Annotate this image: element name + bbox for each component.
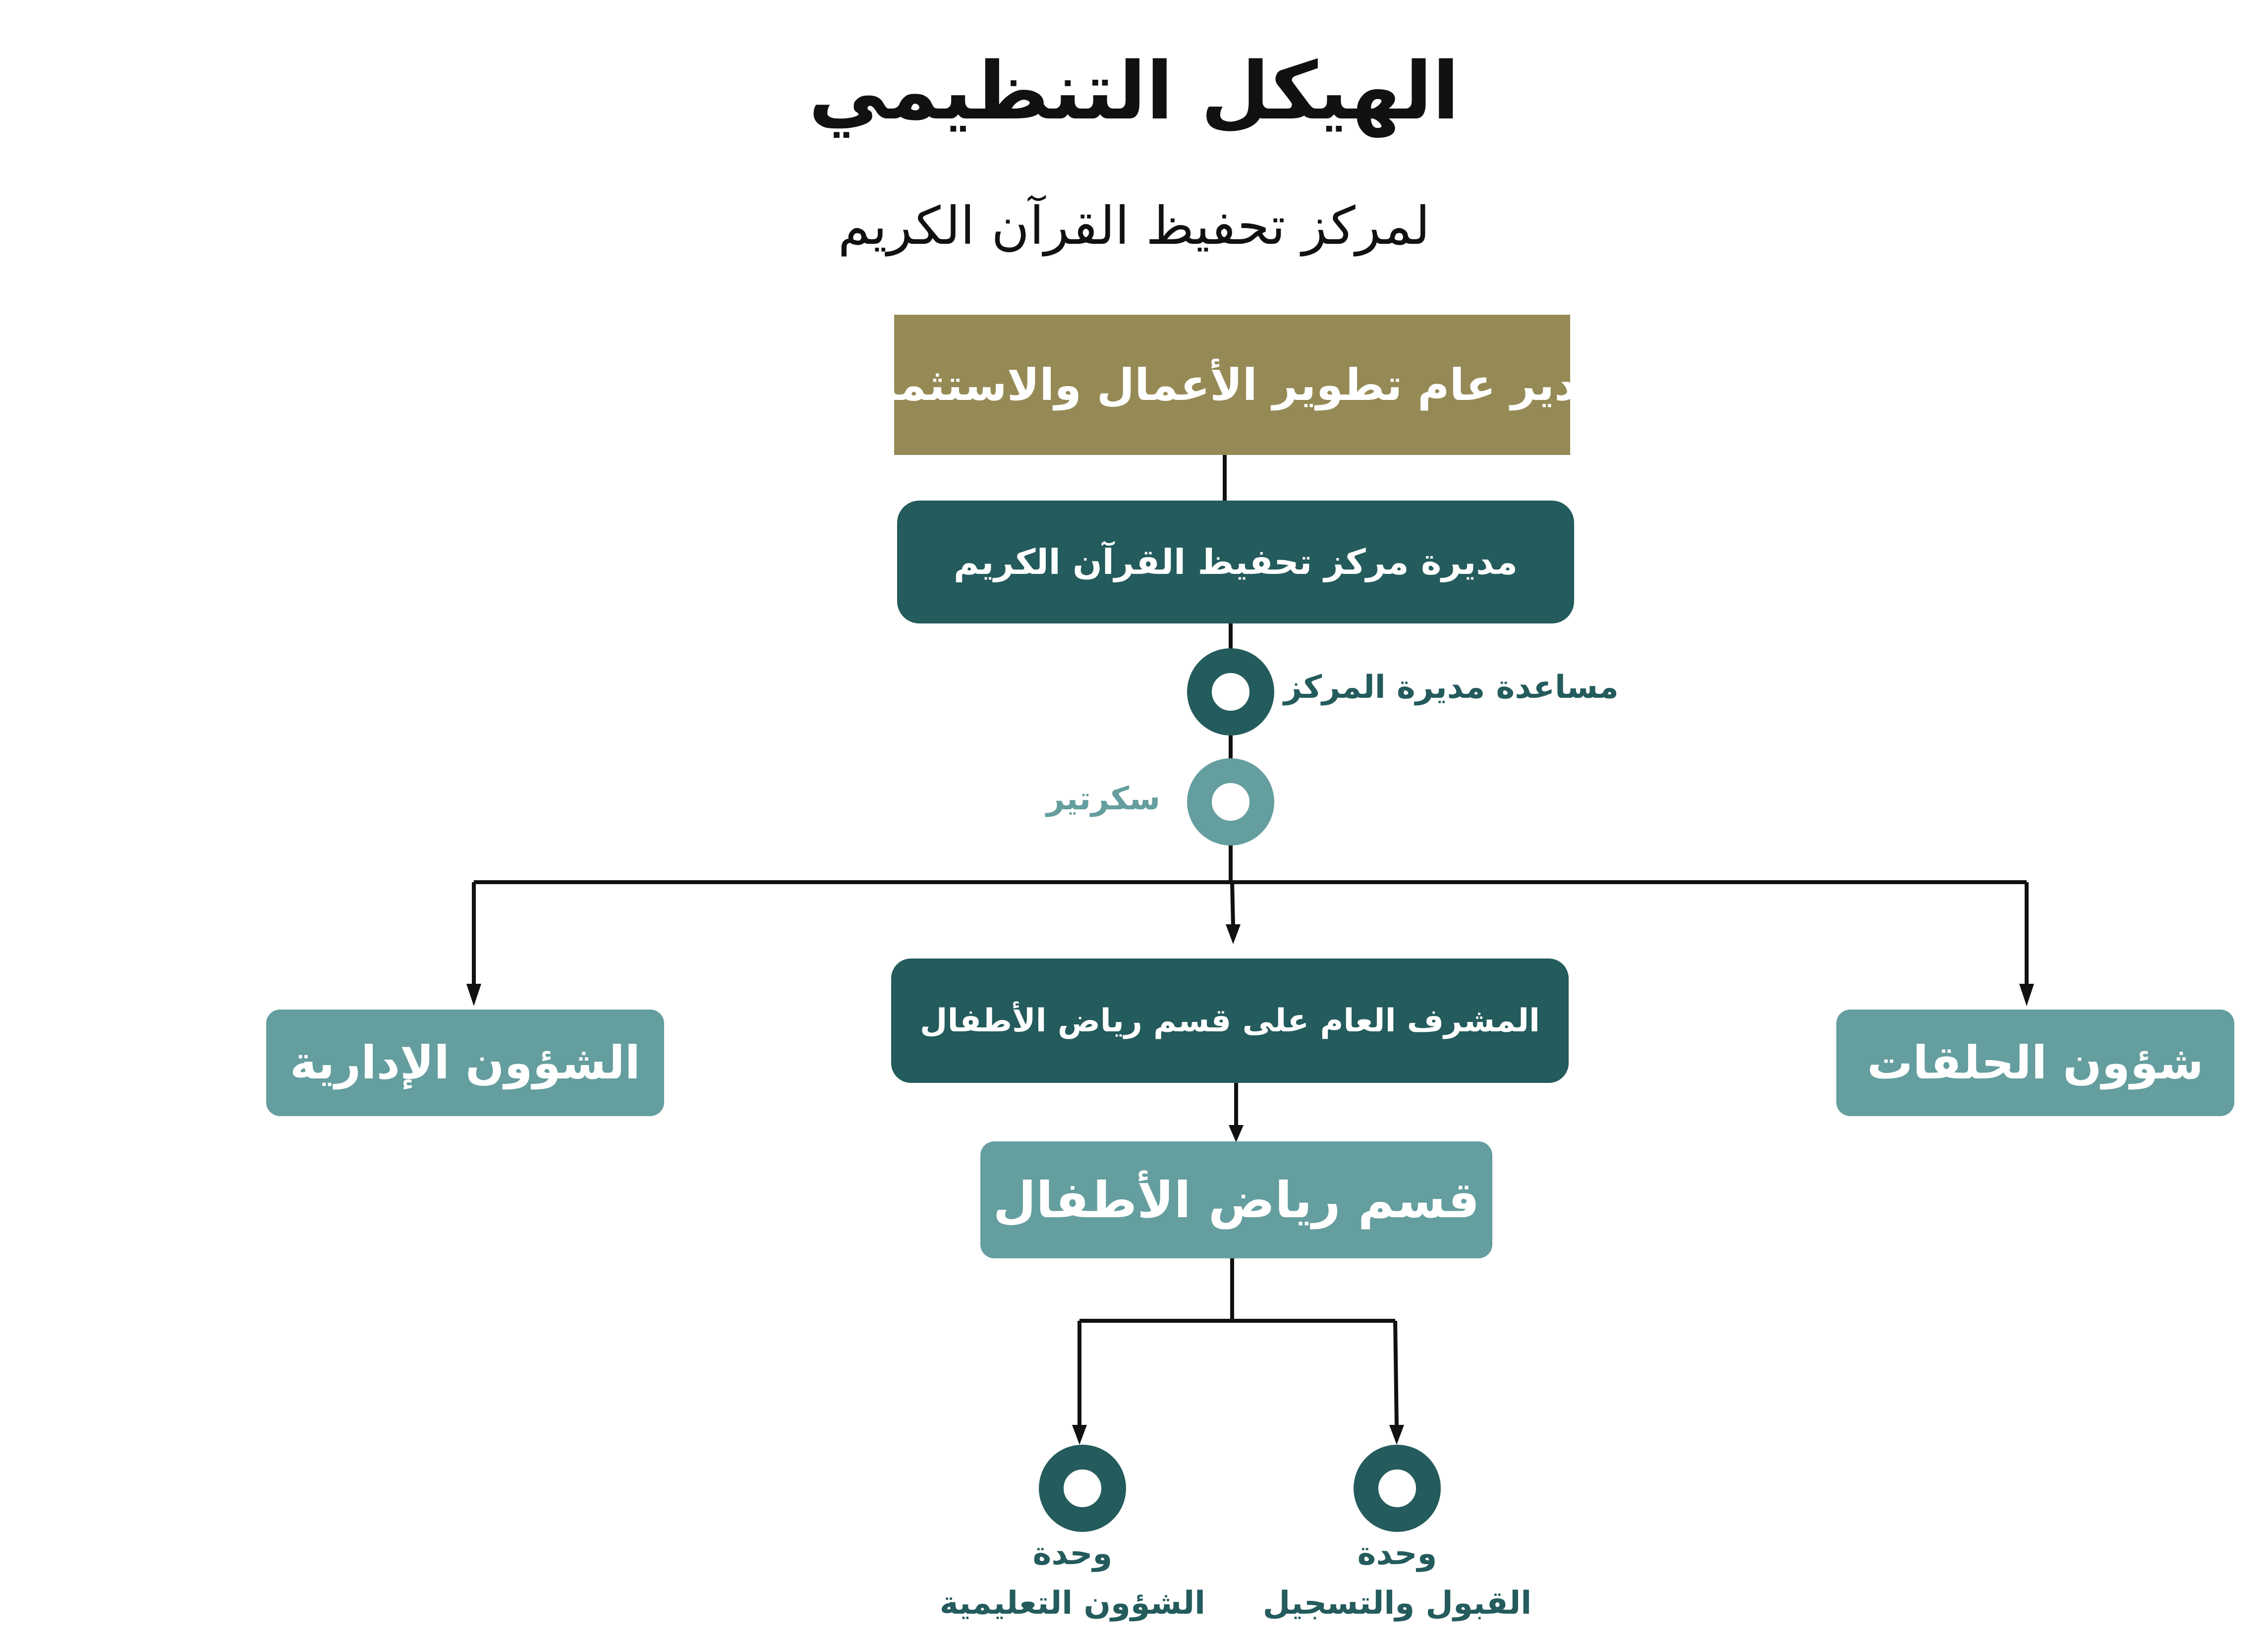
admission-unit-circle-icon xyxy=(1354,1445,1441,1532)
node-kindergarten-supervisor: المشرف العام على قسم رياض الأطفال xyxy=(891,959,1569,1083)
node-label: المشرف العام على قسم رياض الأطفال xyxy=(920,1002,1540,1039)
node-label: قسم رياض الأطفال xyxy=(993,1171,1480,1229)
unit-label-line1: وحدة xyxy=(1032,1535,1113,1572)
node-label: مدير عام تطوير الأعمال والاستثمار xyxy=(857,359,1607,410)
unit-label-line2: القبول والتسجيل xyxy=(1262,1585,1532,1622)
educational-unit-circle-icon xyxy=(1039,1445,1126,1532)
unit-label-line1: وحدة xyxy=(1357,1535,1437,1572)
node-label: الشؤون الإدارية xyxy=(289,1036,641,1089)
unit-label-line2: الشؤون التعليمية xyxy=(939,1585,1206,1622)
chart-subtitle: لمركز تحفيظ القرآن الكريم xyxy=(838,196,1430,256)
educational-unit-label: وحدة الشؤون التعليمية xyxy=(924,1529,1221,1628)
node-label: مديرة مركز تحفيظ القرآن الكريم xyxy=(954,542,1518,582)
node-kindergarten-department: قسم رياض الأطفال xyxy=(980,1141,1492,1258)
node-administrative-affairs: الشؤون الإدارية xyxy=(266,1010,664,1116)
assistant-director-label: مساعدة مديرة المركز xyxy=(1284,669,1619,706)
admission-unit-label: وحدة القبول والتسجيل xyxy=(1248,1529,1546,1628)
secretary-circle-icon xyxy=(1187,758,1274,846)
node-circles-affairs: شؤون الحلقات xyxy=(1836,1010,2234,1116)
assistant-director-circle-icon xyxy=(1187,648,1274,735)
secretary-label: سكرتير xyxy=(1046,781,1160,817)
node-general-manager: مدير عام تطوير الأعمال والاستثمار xyxy=(858,315,1606,455)
node-label: شؤون الحلقات xyxy=(1867,1036,2204,1089)
chart-title: الهيكل التنظيمي xyxy=(808,45,1460,137)
node-center-director: مديرة مركز تحفيظ القرآن الكريم xyxy=(897,501,1574,623)
